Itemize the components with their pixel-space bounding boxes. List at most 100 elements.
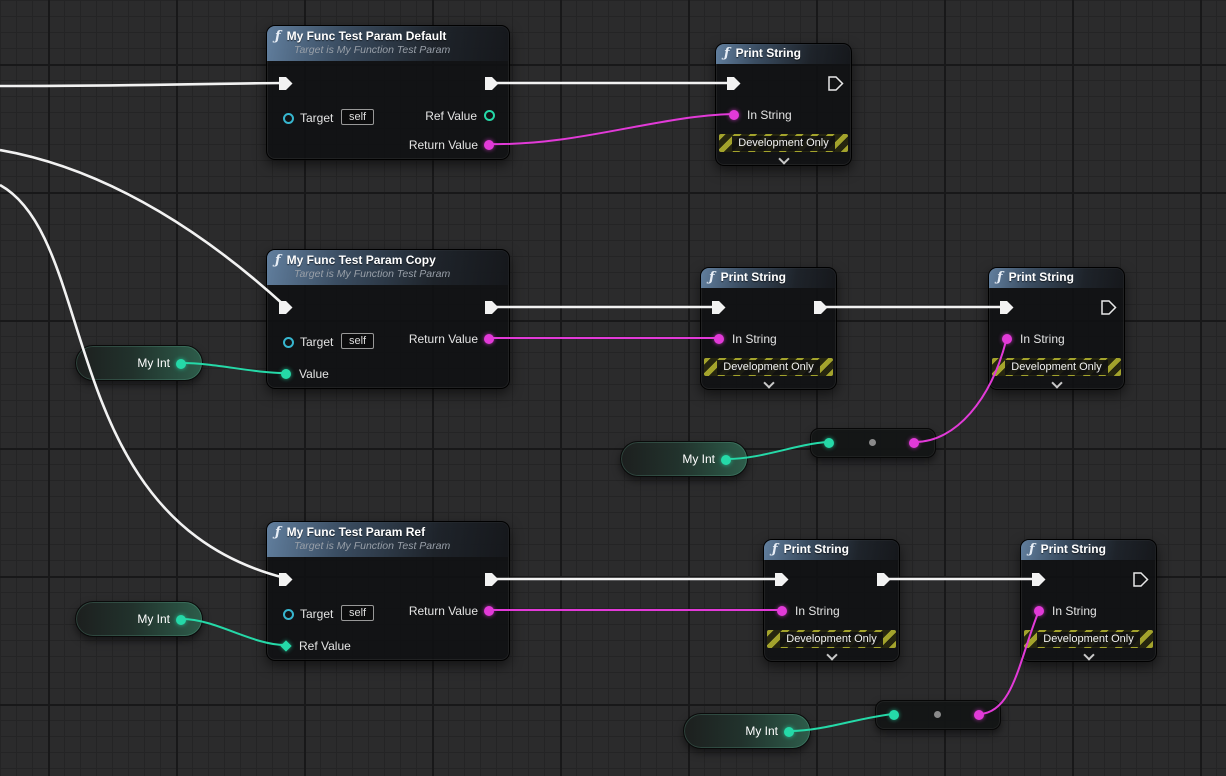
self-value-box[interactable]: self [341, 333, 375, 349]
node-title: My Func Test Param Ref [286, 525, 426, 539]
conversion-node-1[interactable] [810, 428, 936, 458]
string-output-pin[interactable] [974, 710, 984, 720]
node-print-string-2[interactable]: ƒ Print String In String Development Onl… [700, 267, 837, 390]
node-subtitle: Target is My Function Test Param [294, 268, 451, 280]
exec-out-pin[interactable] [484, 300, 500, 315]
variable-label: My Int [137, 356, 170, 370]
node-print-string-4[interactable]: ƒ Print String In String Development Onl… [763, 539, 900, 662]
conversion-dot-icon [934, 711, 941, 718]
in-string-pin[interactable] [714, 334, 724, 344]
ref-value-pin-label: Ref Value [299, 639, 351, 653]
int-output-pin[interactable] [176, 615, 186, 625]
node-print-string-1[interactable]: ƒ Print String In String Development Onl… [715, 43, 852, 166]
exec-out-pin[interactable] [484, 572, 500, 587]
exec-in-pin[interactable] [774, 572, 790, 587]
target-pin[interactable] [283, 337, 294, 348]
node-title: Print String [720, 270, 786, 284]
exec-in-pin[interactable] [1031, 572, 1047, 587]
int-input-pin[interactable] [889, 710, 899, 720]
exec-in-pin[interactable] [999, 300, 1015, 315]
value-pin[interactable] [281, 369, 291, 379]
exec-in-pin[interactable] [278, 572, 294, 587]
return-value-pin[interactable] [484, 140, 494, 150]
exec-wire-left-to-ref [0, 183, 286, 580]
conversion-node-2[interactable] [875, 700, 1001, 730]
conversion-dot-icon [869, 439, 876, 446]
development-only-banner: Development Only [704, 358, 833, 376]
function-icon: ƒ [1029, 542, 1035, 557]
expand-chevron-icon[interactable] [824, 650, 840, 661]
ref-value-pin-label: Ref Value [425, 109, 477, 123]
in-string-pin[interactable] [777, 606, 787, 616]
node-header: ƒ Print String [764, 540, 899, 560]
target-pin-label: Target [300, 607, 334, 621]
node-title: Print String [735, 46, 801, 60]
function-icon: ƒ [724, 46, 730, 61]
int-output-pin[interactable] [176, 359, 186, 369]
exec-wire-left-to-default [0, 81, 286, 88]
exec-out-pin[interactable] [1133, 572, 1149, 587]
exec-in-pin[interactable] [726, 76, 742, 91]
exec-wire-left-to-copy [0, 148, 286, 307]
variable-label: My Int [745, 724, 778, 738]
target-pin[interactable] [283, 113, 294, 124]
development-only-banner: Development Only [1024, 630, 1153, 648]
development-only-banner: Development Only [767, 630, 896, 648]
return-value-pin[interactable] [484, 606, 494, 616]
in-string-pin-label: In String [1020, 332, 1065, 346]
node-subtitle: Target is My Function Test Param [294, 44, 451, 56]
exec-out-pin[interactable] [813, 300, 829, 315]
expand-chevron-icon[interactable] [776, 154, 792, 165]
exec-in-pin[interactable] [711, 300, 727, 315]
in-string-pin-label: In String [795, 604, 840, 618]
node-my-func-test-param-copy[interactable]: ƒ My Func Test Param Copy Target is My F… [266, 249, 510, 389]
target-pin[interactable] [283, 609, 294, 620]
expand-chevron-icon[interactable] [1081, 650, 1097, 661]
development-only-banner: Development Only [992, 358, 1121, 376]
var-node-my-int-1[interactable]: My Int [75, 345, 203, 381]
function-icon: ƒ [772, 542, 778, 557]
function-icon: ƒ [275, 525, 281, 540]
ref-value-pin[interactable] [280, 640, 292, 652]
ref-value-pin[interactable] [484, 110, 495, 121]
var-node-my-int-2[interactable]: My Int [620, 441, 748, 477]
node-header: ƒ Print String [716, 44, 851, 64]
in-string-pin-label: In String [732, 332, 777, 346]
int-output-pin[interactable] [721, 455, 731, 465]
function-icon: ƒ [275, 29, 281, 44]
return-value-pin[interactable] [484, 334, 494, 344]
expand-chevron-icon[interactable] [1049, 378, 1065, 389]
self-value-box[interactable]: self [341, 605, 375, 621]
node-header: ƒ My Func Test Param Copy Target is My F… [267, 250, 509, 285]
node-print-string-5[interactable]: ƒ Print String In String Development Onl… [1020, 539, 1157, 662]
string-output-pin[interactable] [909, 438, 919, 448]
exec-out-pin[interactable] [1101, 300, 1117, 315]
value-pin-label: Value [299, 367, 329, 381]
target-pin-label: Target [300, 335, 334, 349]
node-header: ƒ Print String [989, 268, 1124, 288]
development-only-banner: Development Only [719, 134, 848, 152]
node-my-func-test-param-ref[interactable]: ƒ My Func Test Param Ref Target is My Fu… [266, 521, 510, 661]
expand-chevron-icon[interactable] [761, 378, 777, 389]
in-string-pin-label: In String [747, 108, 792, 122]
node-my-func-test-param-default[interactable]: ƒ My Func Test Param Default Target is M… [266, 25, 510, 160]
node-print-string-3[interactable]: ƒ Print String In String Development Onl… [988, 267, 1125, 390]
var-node-my-int-3[interactable]: My Int [75, 601, 203, 637]
return-value-pin-label: Return Value [408, 604, 478, 618]
self-value-box[interactable]: self [341, 109, 375, 125]
exec-in-pin[interactable] [278, 76, 294, 91]
node-title: My Func Test Param Default [286, 29, 447, 43]
in-string-pin[interactable] [729, 110, 739, 120]
exec-out-pin[interactable] [828, 76, 844, 91]
return-value-pin-label: Return Value [408, 332, 478, 346]
node-title: Print String [1008, 270, 1074, 284]
var-node-my-int-4[interactable]: My Int [683, 713, 811, 749]
exec-out-pin[interactable] [484, 76, 500, 91]
exec-out-pin[interactable] [876, 572, 892, 587]
int-input-pin[interactable] [824, 438, 834, 448]
in-string-pin[interactable] [1034, 606, 1044, 616]
in-string-pin[interactable] [1002, 334, 1012, 344]
exec-in-pin[interactable] [278, 300, 294, 315]
int-output-pin[interactable] [784, 727, 794, 737]
